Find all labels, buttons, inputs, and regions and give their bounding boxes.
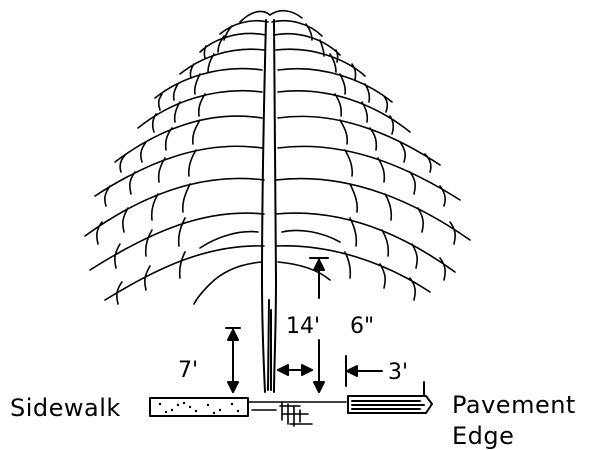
dim-14ft-label: 14' [286, 314, 321, 339]
dim-trunk-offset-marker [277, 364, 313, 376]
tree-trunk [261, 19, 277, 393]
dim-7ft-marker [225, 327, 241, 393]
dim-6in-label: 6" [350, 314, 375, 339]
tree-canopy [84, 9, 471, 305]
pavement-edge [347, 381, 433, 414]
ground-line [247, 401, 347, 427]
dim-3ft-marker [345, 355, 383, 387]
dim-7ft-label: 7' [178, 358, 199, 383]
dim-3ft-label: 3' [388, 360, 409, 385]
sidewalk-label: Sidewalk [10, 394, 121, 422]
edge-label: Edge [452, 422, 515, 450]
pavement-label: Pavement [452, 391, 576, 419]
dim-14ft-6in-marker [309, 257, 329, 393]
sidewalk-slab [149, 397, 249, 417]
